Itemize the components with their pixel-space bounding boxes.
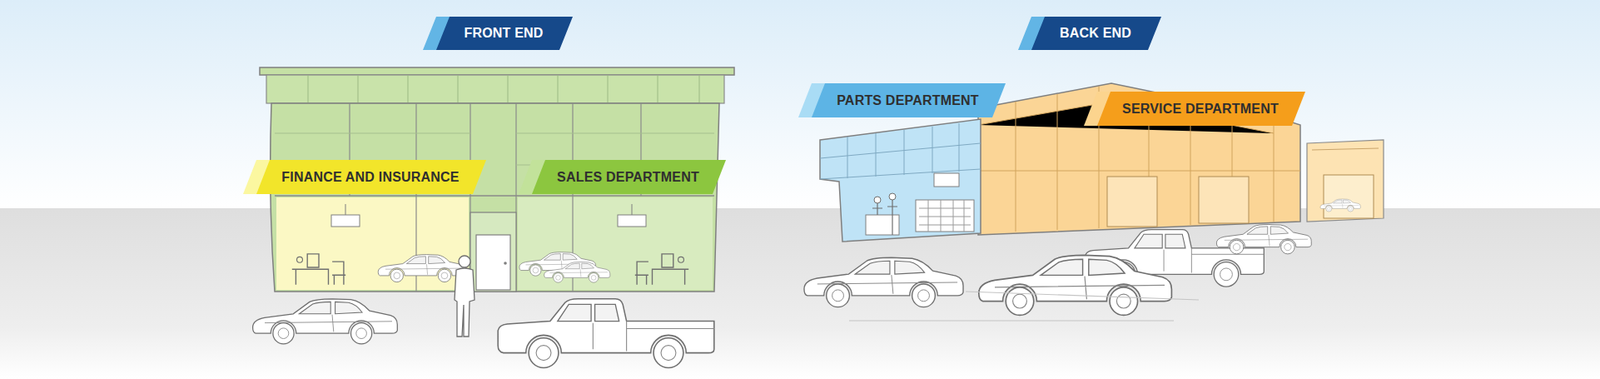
person: [454, 255, 475, 337]
department-banner: PARTS DEPARTMENT: [798, 83, 1006, 118]
ground: [0, 208, 1600, 379]
department-banner: FINANCE AND INSURANCE: [243, 159, 487, 194]
department-banner: BACK END: [1018, 16, 1162, 50]
department-banner: SERVICE DEPARTMENT: [1083, 91, 1306, 126]
department-banner: SALES DEPARTMENT: [518, 159, 726, 194]
banner-label: SERVICE DEPARTMENT: [1083, 91, 1306, 126]
banner-label: FINANCE AND INSURANCE: [243, 159, 487, 194]
banner-label: SALES DEPARTMENT: [518, 159, 726, 194]
parked-cars: [253, 223, 1312, 368]
banner-label: BACK END: [1018, 16, 1162, 50]
banner-label: FRONT END: [422, 16, 573, 50]
department-banner: FRONT END: [422, 16, 573, 50]
banner-label: PARTS DEPARTMENT: [798, 83, 1006, 118]
